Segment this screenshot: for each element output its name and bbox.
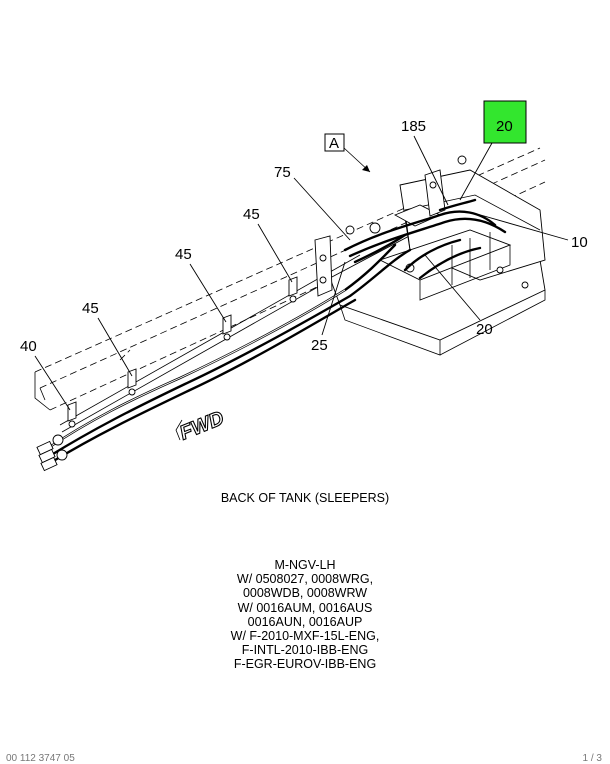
callout-25[interactable]: 25: [311, 261, 346, 354]
applicability-notes: M-NGV-LH W/ 0508027, 0008WRG, 0008WDB, 0…: [0, 558, 610, 672]
callout-45-middle[interactable]: 45: [175, 246, 227, 323]
callout-20-highlighted[interactable]: 20: [459, 100, 527, 201]
hose-ends: [36, 434, 68, 472]
callout-45-lower-label: 45: [82, 300, 99, 317]
mounting-rail: [59, 254, 363, 433]
footer-page-number: 1 / 3: [582, 753, 602, 764]
callout-20-highlight-label: 20: [496, 118, 513, 135]
note-line: 0008WDB, 0008WRW: [242, 586, 368, 601]
view-marker-label: A: [329, 135, 339, 152]
callout-185-label: 185: [401, 118, 426, 135]
note-line: W/ 0016AUM, 0016AUS: [237, 600, 373, 615]
note-line: W/ 0508027, 0008WRG,: [236, 572, 374, 587]
callout-45-upper-label: 45: [243, 206, 260, 223]
callout-20-lower[interactable]: 20: [424, 254, 493, 338]
note-line: W/ F-2010-MXF-15L-ENG,: [230, 629, 380, 644]
callout-75-label: 75: [274, 164, 291, 181]
clamp-45-a: [127, 368, 137, 389]
note-line: M-NGV-LH: [274, 558, 336, 572]
callout-40-label: 40: [20, 338, 37, 355]
fwd-label: FWD: [177, 407, 227, 444]
callout-45-lower[interactable]: 45: [82, 300, 133, 377]
hose-bundle: [43, 198, 507, 465]
callout-75[interactable]: 75: [274, 164, 351, 241]
note-line: F-EGR-EUROV-IBB-ENG: [233, 657, 377, 672]
footer-part-number: 00 112 3747 05: [6, 753, 75, 764]
clamp-45-c: [288, 276, 298, 297]
callout-10[interactable]: 10: [469, 211, 588, 251]
note-line: F-INTL-2010-IBB-ENG: [241, 643, 369, 658]
clamp-40: [67, 401, 77, 422]
clamp-45-b: [222, 314, 232, 335]
callout-45-upper[interactable]: 45: [243, 206, 293, 283]
note-line: 0016AUN, 0016AUP: [247, 614, 363, 629]
callout-45-middle-label: 45: [175, 246, 192, 263]
callout-20-lower-label: 20: [476, 321, 493, 338]
callout-25-label: 25: [311, 337, 328, 354]
view-marker: A: [324, 133, 371, 173]
callout-185[interactable]: 185: [401, 118, 449, 206]
fwd-indicator: FWD: [175, 407, 228, 445]
callout-10-label: 10: [571, 234, 588, 251]
diagram-caption: BACK OF TANK (SLEEPERS): [220, 491, 390, 505]
callout-40[interactable]: 40: [20, 338, 71, 411]
